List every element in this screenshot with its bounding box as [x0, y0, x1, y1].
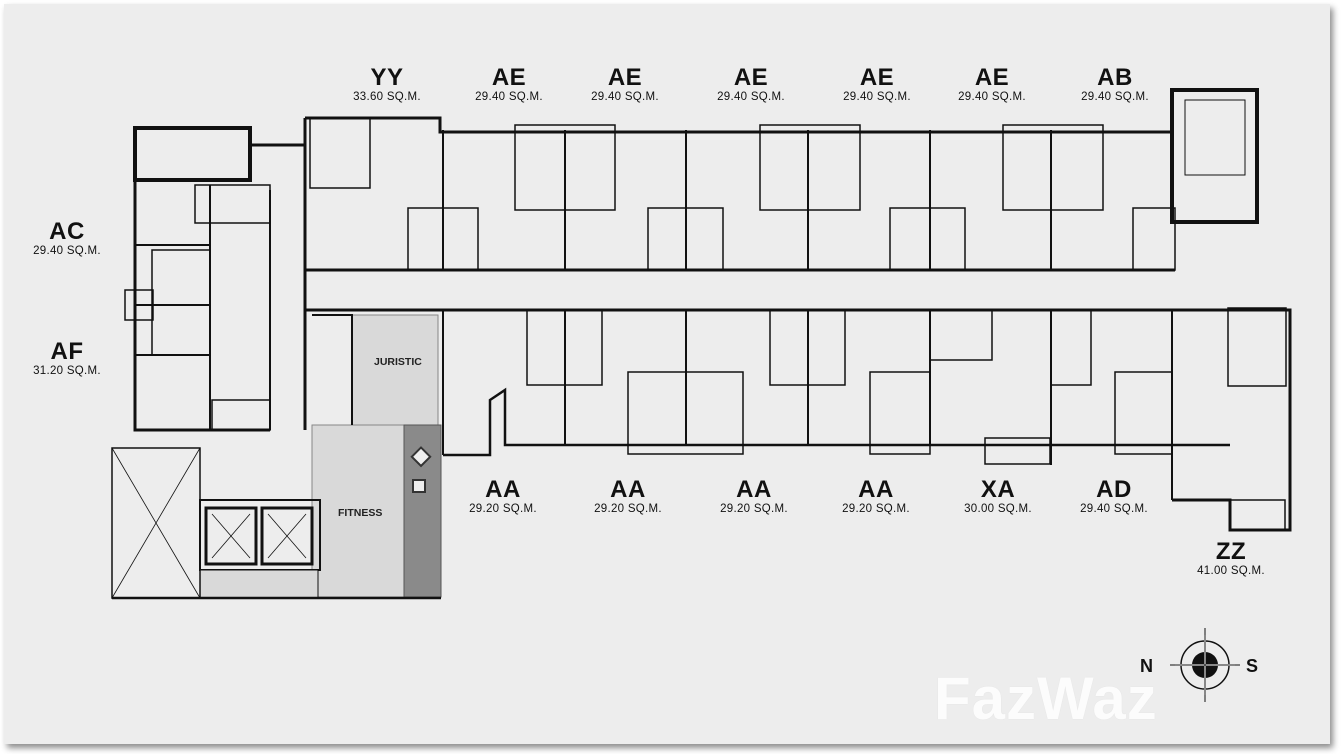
- upper-wing: [303, 88, 1259, 272]
- room-label-fitness: FITNESS: [338, 507, 383, 519]
- unit-area: 29.40 SQ.M.: [1080, 503, 1148, 515]
- compass-south-label: S: [1246, 656, 1259, 676]
- unit-area: 29.40 SQ.M.: [591, 91, 659, 103]
- unit-label-af: AF 31.20 SQ.M.: [12, 340, 122, 378]
- unit-label-zz: ZZ 41.00 SQ.M.: [1176, 540, 1286, 578]
- unit-area: 29.40 SQ.M.: [475, 91, 543, 103]
- unit-area: 33.60 SQ.M.: [353, 91, 421, 103]
- unit-label-ae-3: AE 29.40 SQ.M.: [696, 66, 806, 104]
- unit-code: AE: [607, 64, 643, 91]
- unit-label-ac: AC 29.40 SQ.M.: [12, 220, 122, 258]
- unit-label-ae-4: AE 29.40 SQ.M.: [822, 66, 932, 104]
- unit-code: AC: [49, 218, 85, 245]
- watermark-logo: FazWaz: [934, 665, 1158, 732]
- unit-area: 29.40 SQ.M.: [1081, 91, 1149, 103]
- unit-code: AE: [859, 64, 895, 91]
- amenity-zone: [111, 314, 442, 600]
- floor-plan-frame: YY 33.60 SQ.M. AE 29.40 SQ.M. AE 29.40 S…: [4, 4, 1330, 744]
- unit-label-aa-2: AA 29.20 SQ.M.: [573, 478, 683, 516]
- lower-wing: [305, 307, 1292, 532]
- unit-area: 29.20 SQ.M.: [594, 503, 662, 515]
- unit-code: AE: [491, 64, 527, 91]
- unit-area: 41.00 SQ.M.: [1197, 565, 1265, 577]
- room-label-juristic: JURISTIC: [374, 356, 422, 368]
- unit-label-ae-1: AE 29.40 SQ.M.: [454, 66, 564, 104]
- unit-code: AA: [610, 476, 646, 503]
- unit-code: AE: [974, 64, 1010, 91]
- unit-area: 29.40 SQ.M.: [843, 91, 911, 103]
- unit-code: AA: [485, 476, 521, 503]
- unit-label-ab: AB 29.40 SQ.M.: [1060, 66, 1170, 104]
- unit-label-ad: AD 29.40 SQ.M.: [1059, 478, 1169, 516]
- unit-label-ae-2: AE 29.40 SQ.M.: [570, 66, 680, 104]
- unit-code: YY: [370, 64, 404, 91]
- west-wing: [124, 126, 307, 432]
- unit-label-xa: XA 30.00 SQ.M.: [943, 478, 1053, 516]
- unit-code: AA: [736, 476, 772, 503]
- unit-area: 29.40 SQ.M.: [33, 245, 101, 257]
- unit-code: AE: [733, 64, 769, 91]
- compass-rose-icon: [1170, 628, 1240, 702]
- unit-code: AD: [1096, 476, 1132, 503]
- unit-area: 29.20 SQ.M.: [720, 503, 788, 515]
- unit-code: AF: [50, 338, 84, 365]
- unit-area: 29.20 SQ.M.: [842, 503, 910, 515]
- unit-label-yy: YY 33.60 SQ.M.: [332, 66, 442, 104]
- unit-code: XA: [980, 476, 1016, 503]
- unit-label-aa-3: AA 29.20 SQ.M.: [699, 478, 809, 516]
- floor-plan: [111, 88, 1292, 702]
- unit-area: 29.20 SQ.M.: [469, 503, 537, 515]
- unit-area: 31.20 SQ.M.: [33, 365, 101, 377]
- unit-label-aa-4: AA 29.20 SQ.M.: [821, 478, 931, 516]
- unit-area: 29.40 SQ.M.: [717, 91, 785, 103]
- unit-area: 29.40 SQ.M.: [958, 91, 1026, 103]
- unit-code: ZZ: [1215, 538, 1247, 565]
- unit-label-ae-5: AE 29.40 SQ.M.: [937, 66, 1047, 104]
- unit-area: 30.00 SQ.M.: [964, 503, 1032, 515]
- unit-code: AA: [858, 476, 894, 503]
- unit-label-aa-1: AA 29.20 SQ.M.: [448, 478, 558, 516]
- compass-north-label: N: [1140, 656, 1153, 676]
- unit-code: AB: [1097, 64, 1133, 91]
